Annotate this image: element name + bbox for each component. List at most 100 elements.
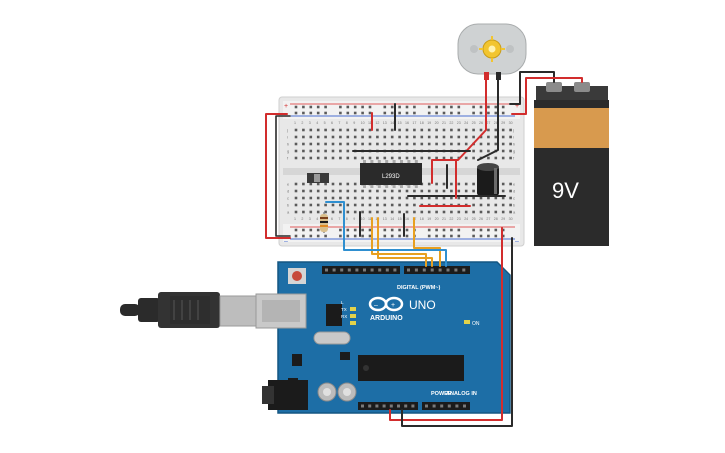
breadboard-hole: [457, 135, 461, 139]
breadboard-col-number: 4: [316, 121, 318, 125]
ic-pin: [407, 160, 411, 163]
breadboard-hole: [324, 142, 327, 146]
breadboard-hole: [353, 105, 357, 109]
breadboard-col-number: 30: [509, 121, 513, 125]
breadboard-hole: [398, 142, 401, 146]
breadboard-col-number: 20: [435, 121, 439, 125]
breadboard-hole: [442, 156, 446, 160]
breadboard-col-number: 10: [361, 217, 365, 221]
breadboard-hole: [390, 142, 394, 146]
breadboard-hole: [472, 111, 475, 115]
breadboard-hole: [390, 156, 394, 160]
power-header-pins: [361, 404, 466, 408]
breadboard-hole: [346, 111, 350, 115]
breadboard-hole: [494, 156, 498, 160]
breadboard-col-number: 5: [324, 121, 326, 125]
breadboard-hole: [346, 105, 350, 109]
breadboard-hole: [427, 142, 431, 146]
breadboard-hole: [398, 203, 401, 207]
header-pin: [382, 404, 386, 408]
breadboard-hole: [472, 128, 475, 132]
breadboard-hole: [487, 128, 490, 132]
breadboard-hole: [302, 111, 305, 115]
breadboard-hole: [442, 128, 446, 132]
breadboard-hole: [339, 189, 342, 193]
breadboard-hole: [442, 105, 446, 109]
breadboard-hole: [376, 189, 379, 193]
breadboard-hole: [405, 210, 409, 214]
breadboard-hole: [405, 111, 409, 115]
l-label: L: [341, 300, 344, 305]
breadboard-hole: [316, 156, 320, 160]
breadboard-hole: [435, 135, 438, 139]
breadboard-hole: [353, 156, 357, 160]
breadboard-hole: [464, 189, 468, 193]
breadboard-hole: [472, 189, 475, 193]
breadboard-hole: [376, 135, 379, 139]
arduino-logo-icon: – +: [368, 296, 404, 312]
breadboard-hole: [346, 128, 350, 132]
breadboard-hole: [450, 228, 453, 232]
breadboard-hole: [294, 135, 298, 139]
breadboard-row-letter: e: [513, 182, 516, 187]
breadboard-col-number: 13: [383, 217, 387, 221]
breadboard-hole: [302, 105, 305, 109]
breadboard-hole: [442, 111, 446, 115]
breadboard-hole: [302, 228, 305, 232]
breadboard-hole: [390, 189, 394, 193]
breadboard-hole: [361, 210, 364, 214]
breadboard-hole: [353, 128, 357, 132]
header-pin: [393, 268, 397, 272]
ic-pin: [377, 160, 381, 163]
breadboard-hole: [390, 111, 394, 115]
header-pin: [407, 268, 410, 272]
breadboard-hole: [309, 111, 313, 115]
breadboard-hole: [472, 135, 475, 139]
arduino-logo-text: ARDUINO: [370, 315, 403, 322]
breadboard-hole: [316, 135, 320, 139]
dc-motor: [457, 23, 527, 80]
header-pin: [375, 404, 379, 408]
breadboard-hole: [302, 189, 305, 193]
breadboard-hole: [420, 135, 424, 139]
breadboard-col-number: 25: [472, 217, 476, 221]
breadboard-hole: [501, 234, 505, 238]
breadboard-hole: [398, 234, 401, 238]
breadboard-hole: [442, 234, 446, 238]
breadboard-hole: [457, 234, 461, 238]
header-pin: [454, 268, 458, 272]
header-pin: [455, 404, 459, 408]
header-pin: [361, 404, 364, 408]
breadboard-hole: [450, 128, 453, 132]
breadboard-col-number: 17: [412, 121, 416, 125]
breadboard-hole: [435, 128, 438, 132]
breadboard-hole: [398, 210, 401, 214]
breadboard-hole: [494, 203, 498, 207]
header-pin: [404, 404, 408, 408]
breadboard-col-number: 29: [501, 217, 505, 221]
breadboard-hole: [464, 196, 468, 200]
breadboard-hole: [472, 156, 475, 160]
breadboard-hole: [509, 128, 512, 132]
breadboard-hole: [450, 105, 453, 109]
breadboard-col-number: 30: [509, 217, 513, 221]
ic-pin: [400, 160, 403, 163]
breadboard-hole: [361, 228, 364, 232]
breadboard-hole: [501, 142, 505, 146]
breadboard-hole: [361, 128, 364, 132]
breadboard-col-number: 14: [390, 217, 394, 221]
breadboard-hole: [316, 234, 320, 238]
breadboard-hole: [479, 149, 483, 153]
breadboard-hole: [450, 142, 453, 146]
breadboard-hole: [353, 142, 357, 146]
breadboard-row-letter: f: [287, 156, 289, 161]
breadboard-hole: [368, 189, 372, 193]
breadboard-hole: [294, 105, 298, 109]
breadboard-hole: [420, 189, 424, 193]
breadboard-hole: [390, 196, 394, 200]
breadboard-hole: [383, 142, 387, 146]
breadboard-hole: [435, 210, 438, 214]
breadboard-col-number: 19: [427, 121, 431, 125]
breadboard-hole: [316, 196, 320, 200]
breadboard-hole: [302, 196, 305, 200]
